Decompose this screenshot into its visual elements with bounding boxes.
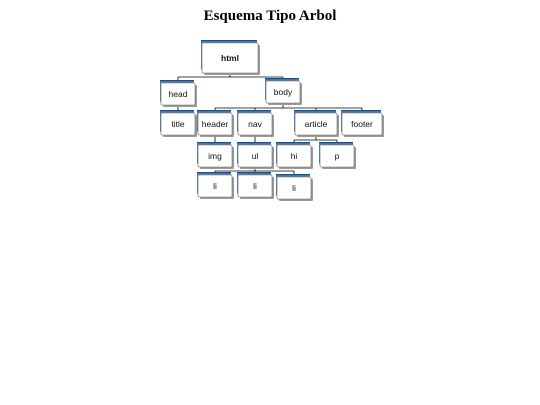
node-hi: hi — [276, 142, 313, 169]
node-label-li3: li — [292, 183, 296, 193]
node-label-body: body — [274, 87, 293, 97]
page-title: Esquema Tipo Arbol — [203, 8, 337, 24]
node-nav: nav — [237, 110, 274, 137]
node-header: header — [197, 110, 234, 137]
node-label-li2: li — [253, 181, 257, 191]
node-label-li1: li — [213, 181, 217, 191]
node-head: head — [160, 80, 197, 107]
node-label-header: header — [202, 119, 229, 129]
tree-nodes: html head body title header nav article footer i… — [160, 40, 384, 201]
node-li1: li — [197, 172, 234, 199]
node-html: html — [201, 40, 260, 75]
node-p: p — [319, 142, 356, 169]
node-label-title: title — [171, 119, 185, 129]
node-img: img — [197, 142, 234, 169]
node-li3: li — [276, 174, 313, 201]
node-label-p: p — [335, 151, 340, 161]
node-label-nav: nav — [248, 119, 262, 129]
node-label-article: article — [305, 119, 328, 129]
node-label-html: html — [221, 53, 239, 63]
node-title: title — [160, 110, 197, 137]
node-label-hi: hi — [291, 151, 298, 161]
node-label-footer: footer — [351, 119, 373, 129]
node-label-head: head — [169, 89, 188, 99]
node-article: article — [294, 110, 339, 137]
node-li2: li — [237, 172, 274, 199]
node-ul: ul — [237, 142, 274, 169]
node-label-ul: ul — [252, 151, 259, 161]
node-footer: footer — [341, 110, 384, 137]
node-body: body — [265, 78, 302, 105]
node-label-img: img — [208, 151, 222, 161]
